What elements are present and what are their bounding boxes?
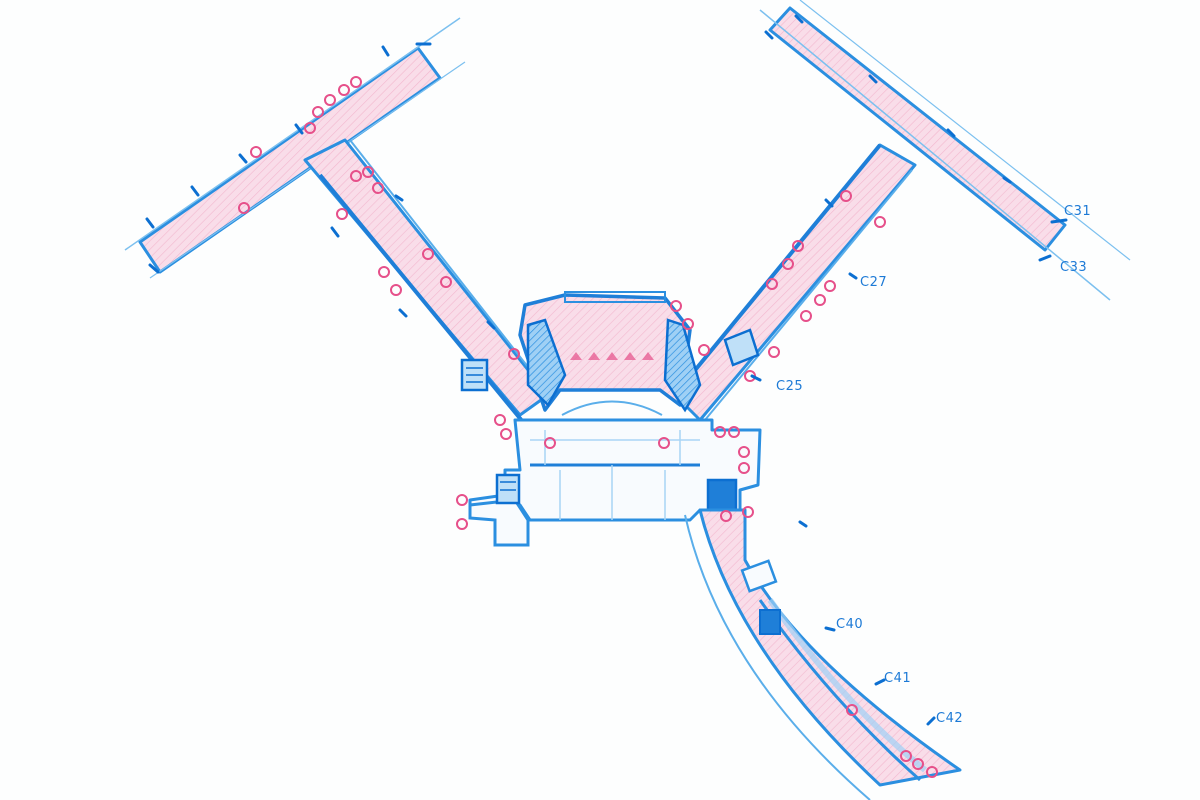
gate-ticks	[145, 14, 1068, 726]
left-pier-stem	[303, 138, 550, 417]
hub-left-block	[526, 318, 567, 408]
stair-left-lower	[495, 473, 521, 505]
gate-label-c42: C42	[936, 711, 963, 726]
gate-label-c25: C25	[776, 379, 803, 394]
gate-label-c33: C33	[1060, 260, 1087, 275]
right-pier-crossbar	[768, 6, 1067, 252]
gate-label-c31: C31	[1064, 204, 1091, 219]
gate-circles	[238, 76, 938, 778]
central-hub	[460, 291, 762, 547]
hub-right-block	[663, 318, 702, 413]
gate-label-c27: C27	[860, 275, 887, 290]
left-pier-crossbar	[138, 46, 442, 274]
gate-label-c41: C41	[884, 671, 911, 686]
stair-right-lower	[706, 478, 738, 512]
stair-right-upper	[723, 328, 760, 367]
hub-left-wing	[468, 498, 530, 547]
south-curved-pier	[684, 508, 962, 800]
hub-gate-markers	[570, 352, 654, 360]
stair-left-upper	[460, 358, 489, 392]
gate-label-c40: C40	[836, 617, 863, 632]
